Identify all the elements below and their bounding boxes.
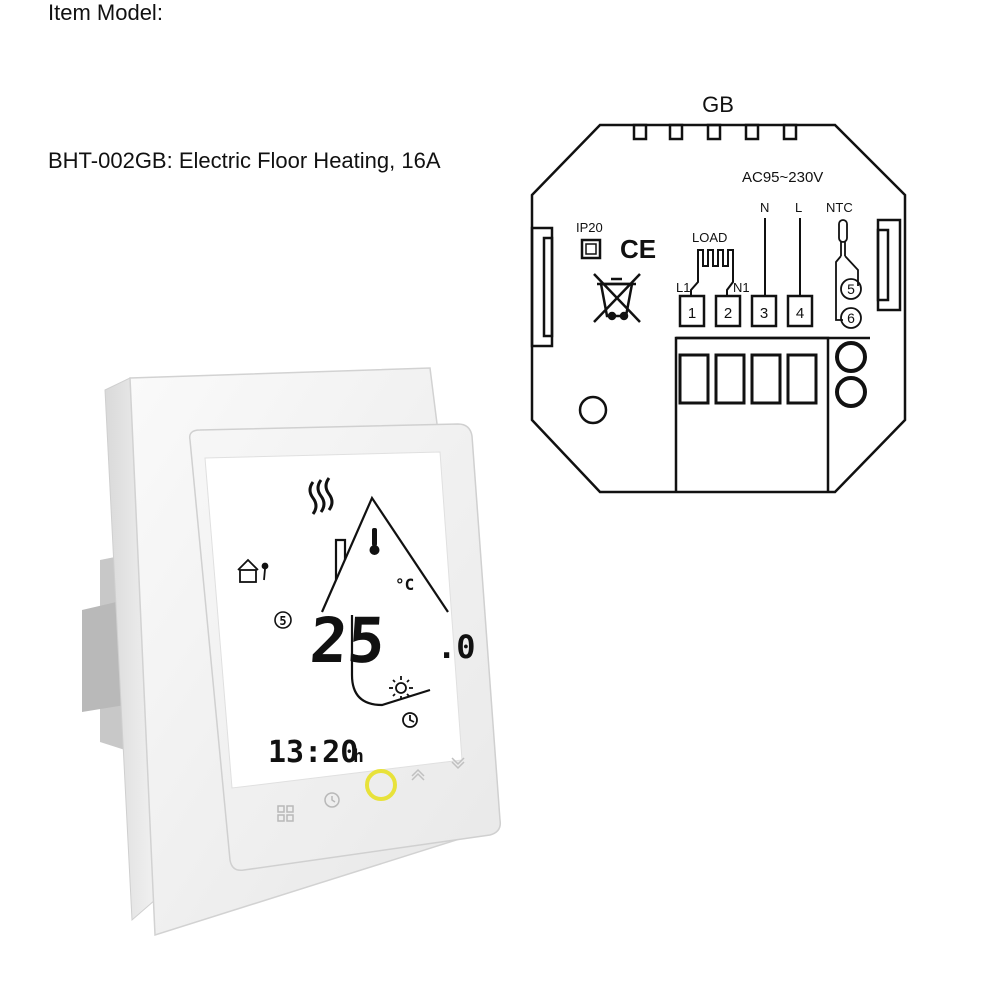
terminal-4-label: 4 — [796, 305, 804, 322]
program-number-badge — [274, 611, 292, 629]
item-model-value: BHT-002GB: Electric Floor Heating, 16A — [48, 148, 441, 173]
voltage-label: AC95~230V — [742, 169, 823, 186]
right-clip — [876, 218, 902, 312]
load-label: LOAD — [692, 230, 727, 245]
wiring-diagram: GB AC95~230V IP20 CE — [530, 92, 907, 494]
ntc-terminal-6 — [840, 307, 862, 329]
top-tabs — [632, 123, 798, 141]
item-model-heading: Item Model: — [48, 0, 163, 25]
ce-mark: CE — [620, 234, 656, 264]
ntc-label: NTC — [826, 200, 853, 215]
up-button[interactable] — [411, 768, 425, 781]
temperature-unit: °C — [395, 575, 414, 594]
terminal-3 — [750, 294, 778, 328]
clock-icon — [324, 792, 340, 808]
heating-waves-icon — [308, 477, 334, 515]
terminal-3-label: 3 — [760, 305, 768, 322]
ip-square-icon — [580, 238, 602, 260]
ntc-screw-6 — [835, 376, 867, 408]
temperature-reading: 25 — [308, 604, 388, 677]
weee-bin-icon — [593, 273, 641, 323]
schedule-clock-icon — [402, 712, 418, 728]
menu-icon — [277, 805, 285, 813]
temperature-decimal: .0 — [437, 628, 476, 666]
clock-button[interactable] — [324, 792, 340, 808]
ntc-terminal-5 — [840, 278, 862, 300]
ntc-terminal-6-label: 6 — [847, 310, 855, 326]
terminal-1 — [678, 294, 706, 328]
terminal-2-label: 2 — [724, 305, 732, 322]
menu-button[interactable] — [277, 805, 294, 822]
screw-slots — [678, 353, 818, 405]
power-ring-icon — [365, 769, 397, 801]
away-mode-icon — [237, 558, 269, 583]
left-clip — [530, 226, 554, 348]
l-label: L — [795, 200, 802, 215]
terminal-2 — [714, 294, 742, 328]
program-number: 5 — [279, 614, 286, 628]
terminal-4 — [786, 294, 814, 328]
clock-time-unit: h — [353, 746, 364, 767]
terminal-block: 1 2 3 4 — [678, 294, 814, 328]
terminal-1-label: 1 — [688, 305, 696, 322]
house-outline — [320, 495, 449, 707]
clock-time: 13:20 — [268, 735, 358, 770]
thermostat-device: 5 25 .0 °C 13:20 h — [82, 367, 502, 937]
down-icon — [451, 757, 465, 766]
power-button[interactable] — [365, 769, 397, 801]
ntc-screw-5 — [835, 341, 867, 373]
l1-label: L1 — [676, 280, 690, 295]
ntc-sensor-symbol — [835, 219, 859, 321]
diagram-title: GB — [702, 92, 734, 117]
load-heater-symbol — [697, 249, 734, 270]
down-button[interactable] — [451, 757, 465, 770]
mounting-hole — [578, 395, 608, 425]
n-label: N — [760, 200, 769, 215]
n1-label: N1 — [733, 280, 750, 295]
ip-rating-label: IP20 — [576, 220, 603, 235]
thermometer-icon — [369, 528, 380, 555]
sun-icon — [389, 676, 413, 700]
up-icon — [411, 768, 425, 777]
ntc-terminal-5-label: 5 — [847, 281, 855, 297]
